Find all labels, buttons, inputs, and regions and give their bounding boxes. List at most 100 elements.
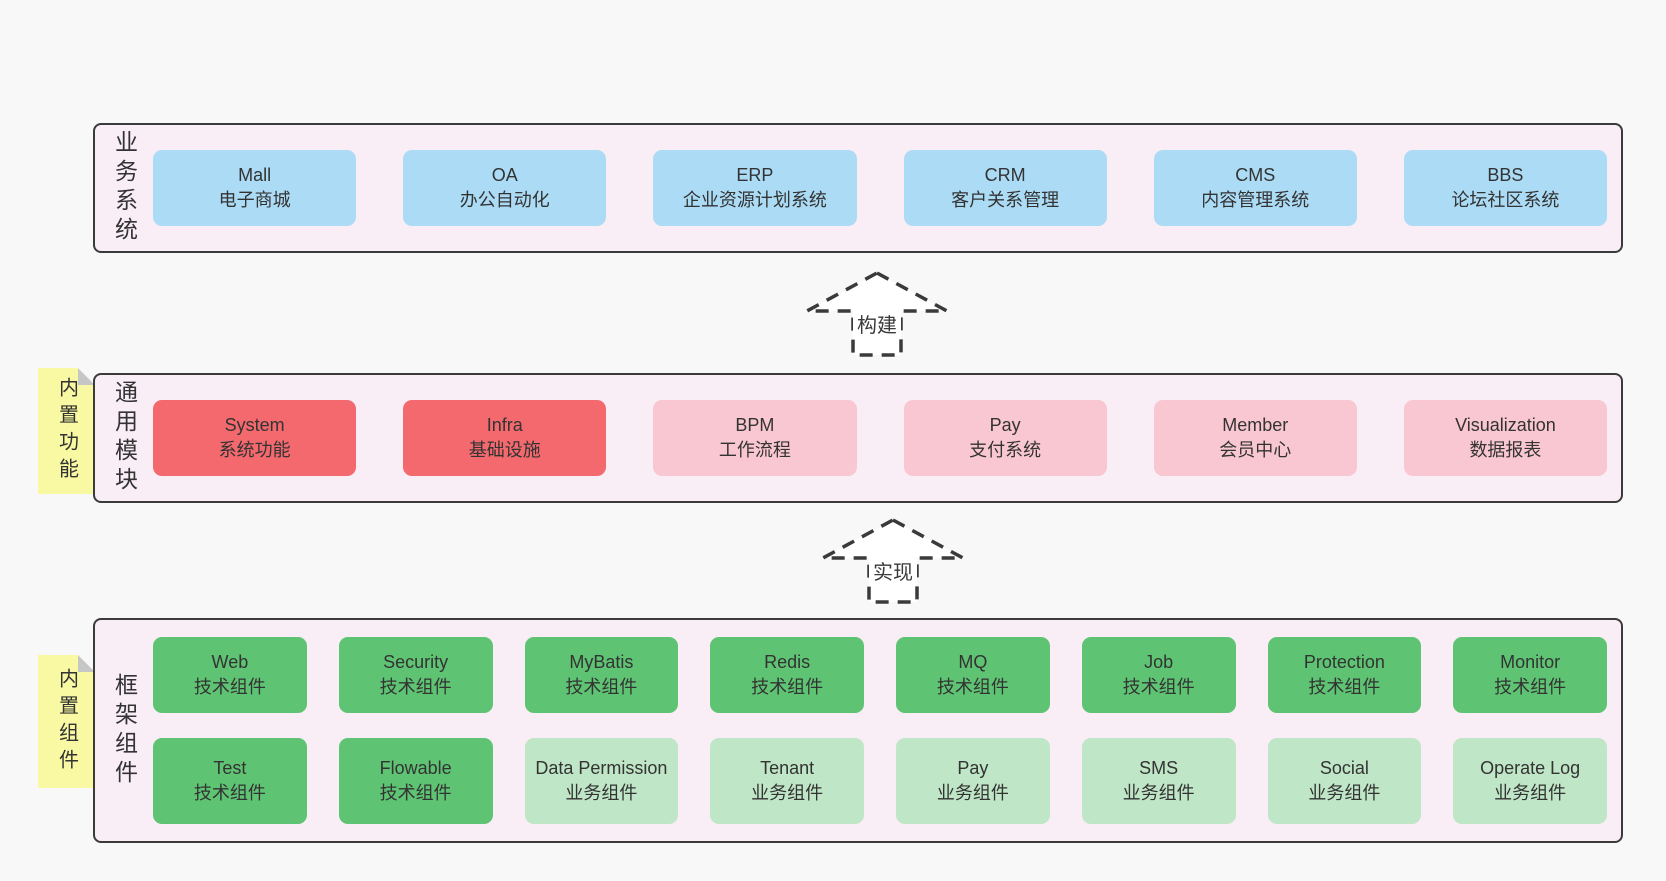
box-subtitle: 论坛社区系统 [1451,190,1560,210]
box-member: Member 会员中心 [1153,400,1357,476]
box-subtitle: 技术组件 [1494,677,1567,697]
box-title: Pay [957,758,989,778]
box-mq: MQ 技术组件 [896,637,1050,713]
box-subtitle: 工作流程 [718,440,791,460]
box-monitor: Monitor 技术组件 [1453,637,1607,713]
box-title: Tenant [760,758,815,778]
common-modules-panel: 通用模块 System 系统功能 Infra 基础设施 BPM 工作流程 Pay… [93,373,1623,503]
box-social: Social 业务组件 [1267,738,1422,824]
panel-label-business-systems: 业务系统 [95,125,153,251]
box-subtitle: 技术组件 [193,677,266,697]
framework-components-panel: 框架组件 Web 技术组件 Security 技术组件 MyBatis 技术组件… [93,618,1623,843]
box-title: Visualization [1455,415,1556,435]
box-title: CRM [984,165,1026,185]
box-system: System 系统功能 [153,400,357,476]
box-title: Protection [1303,652,1385,672]
box-bbs: BBS 论坛社区系统 [1403,150,1608,226]
box-title: Infra [486,415,523,435]
box-title: MyBatis [569,652,634,672]
box-erp: ERP 企业资源计划系统 [653,150,857,226]
box-title: Social [1319,758,1369,778]
box-subtitle: 业务组件 [751,783,824,803]
box-subtitle: 技术组件 [936,677,1009,697]
business-systems-row: Mall 电子商城 OA 办公自动化 ERP 企业资源计划系统 CRM 客户关系… [153,125,1621,251]
build-arrow: 构建 [804,270,950,358]
box-title: Monitor [1500,652,1561,672]
box-subtitle: 系统功能 [218,440,291,460]
box-subtitle: 技术组件 [379,677,452,697]
box-test: Test 技术组件 [153,738,307,824]
box-protection: Protection 技术组件 [1267,637,1422,713]
box-title: Job [1144,652,1174,672]
box-bpm: BPM 工作流程 [653,400,857,476]
box-web: Web 技术组件 [153,637,307,713]
box-redis: Redis 技术组件 [710,637,864,713]
box-title: OA [491,165,518,185]
box-subtitle: 业务组件 [1494,783,1567,803]
box-subtitle: 会员中心 [1219,440,1292,460]
box-mybatis: MyBatis 技术组件 [524,637,679,713]
arrow-label: 构建 [853,309,901,338]
box-crm: CRM 客户关系管理 [903,150,1107,226]
box-title: System [224,415,285,435]
box-operate-log: Operate Log 业务组件 [1453,738,1607,824]
box-data-permission: Data Permission 业务组件 [524,738,679,824]
arrow-label: 实现 [869,556,917,585]
box-subtitle: 业务组件 [936,783,1009,803]
box-subtitle: 客户关系管理 [951,190,1060,210]
box-mall: Mall 电子商城 [153,150,357,226]
box-security: Security 技术组件 [338,637,493,713]
box-subtitle: 技术组件 [1122,677,1195,697]
box-job: Job 技术组件 [1081,637,1236,713]
panel-label-text: 框架组件 [111,672,138,789]
box-infra: Infra 基础设施 [403,400,607,476]
box-title: Redis [764,652,811,672]
box-title: Flowable [379,758,452,778]
box-subtitle: 基础设施 [468,440,541,460]
panel-label-text: 通用模块 [111,380,138,496]
box-subtitle: 技术组件 [193,783,266,803]
box-title: Security [383,652,449,672]
box-subtitle: 技术组件 [565,677,638,697]
box-title: SMS [1139,758,1179,778]
box-title: Operate Log [1480,758,1581,778]
box-title: Data Permission [535,758,668,778]
box-title: Mall [238,165,272,185]
box-subtitle: 业务组件 [1122,783,1195,803]
box-subtitle: 数据报表 [1469,440,1542,460]
framework-components-grid: Web 技术组件 Security 技术组件 MyBatis 技术组件 Redi… [153,620,1621,841]
box-subtitle: 内容管理系统 [1201,190,1310,210]
box-title: Test [213,758,247,778]
box-sms: SMS 业务组件 [1081,738,1236,824]
box-subtitle: 支付系统 [969,440,1042,460]
box-visualization: Visualization 数据报表 [1403,400,1608,476]
box-title: ERP [736,165,774,185]
box-flowable: Flowable 技术组件 [338,738,493,824]
box-subtitle: 企业资源计划系统 [682,190,827,210]
box-pay: Pay 支付系统 [903,400,1107,476]
box-subtitle: 技术组件 [379,783,452,803]
framework-row-2: Test 技术组件 Flowable 技术组件 Data Permission … [153,738,1607,824]
sticky-note-built-in-components: 内置组件 [38,655,95,788]
sticky-note-text: 内置功能 [55,377,78,485]
panel-label-framework-components: 框架组件 [95,620,153,841]
panel-label-text: 业务系统 [111,130,138,246]
box-title: CMS [1235,165,1276,185]
box-cms: CMS 内容管理系统 [1153,150,1357,226]
box-title: Pay [989,415,1021,435]
box-title: BBS [1487,165,1524,185]
common-modules-row: System 系统功能 Infra 基础设施 BPM 工作流程 Pay 支付系统… [153,375,1621,501]
box-subtitle: 办公自动化 [459,190,550,210]
box-pay-component: Pay 业务组件 [896,738,1050,824]
sticky-note-built-in-features: 内置功能 [38,368,95,494]
box-title: BPM [735,415,775,435]
box-title: Web [211,652,249,672]
box-title: Member [1222,415,1289,435]
business-systems-panel: 业务系统 Mall 电子商城 OA 办公自动化 ERP 企业资源计划系统 CRM… [93,123,1623,253]
framework-row-1: Web 技术组件 Security 技术组件 MyBatis 技术组件 Redi… [153,637,1607,713]
implement-arrow: 实现 [820,517,966,605]
sticky-note-text: 内置组件 [55,667,78,776]
box-subtitle: 技术组件 [1308,677,1381,697]
box-title: MQ [958,652,988,672]
